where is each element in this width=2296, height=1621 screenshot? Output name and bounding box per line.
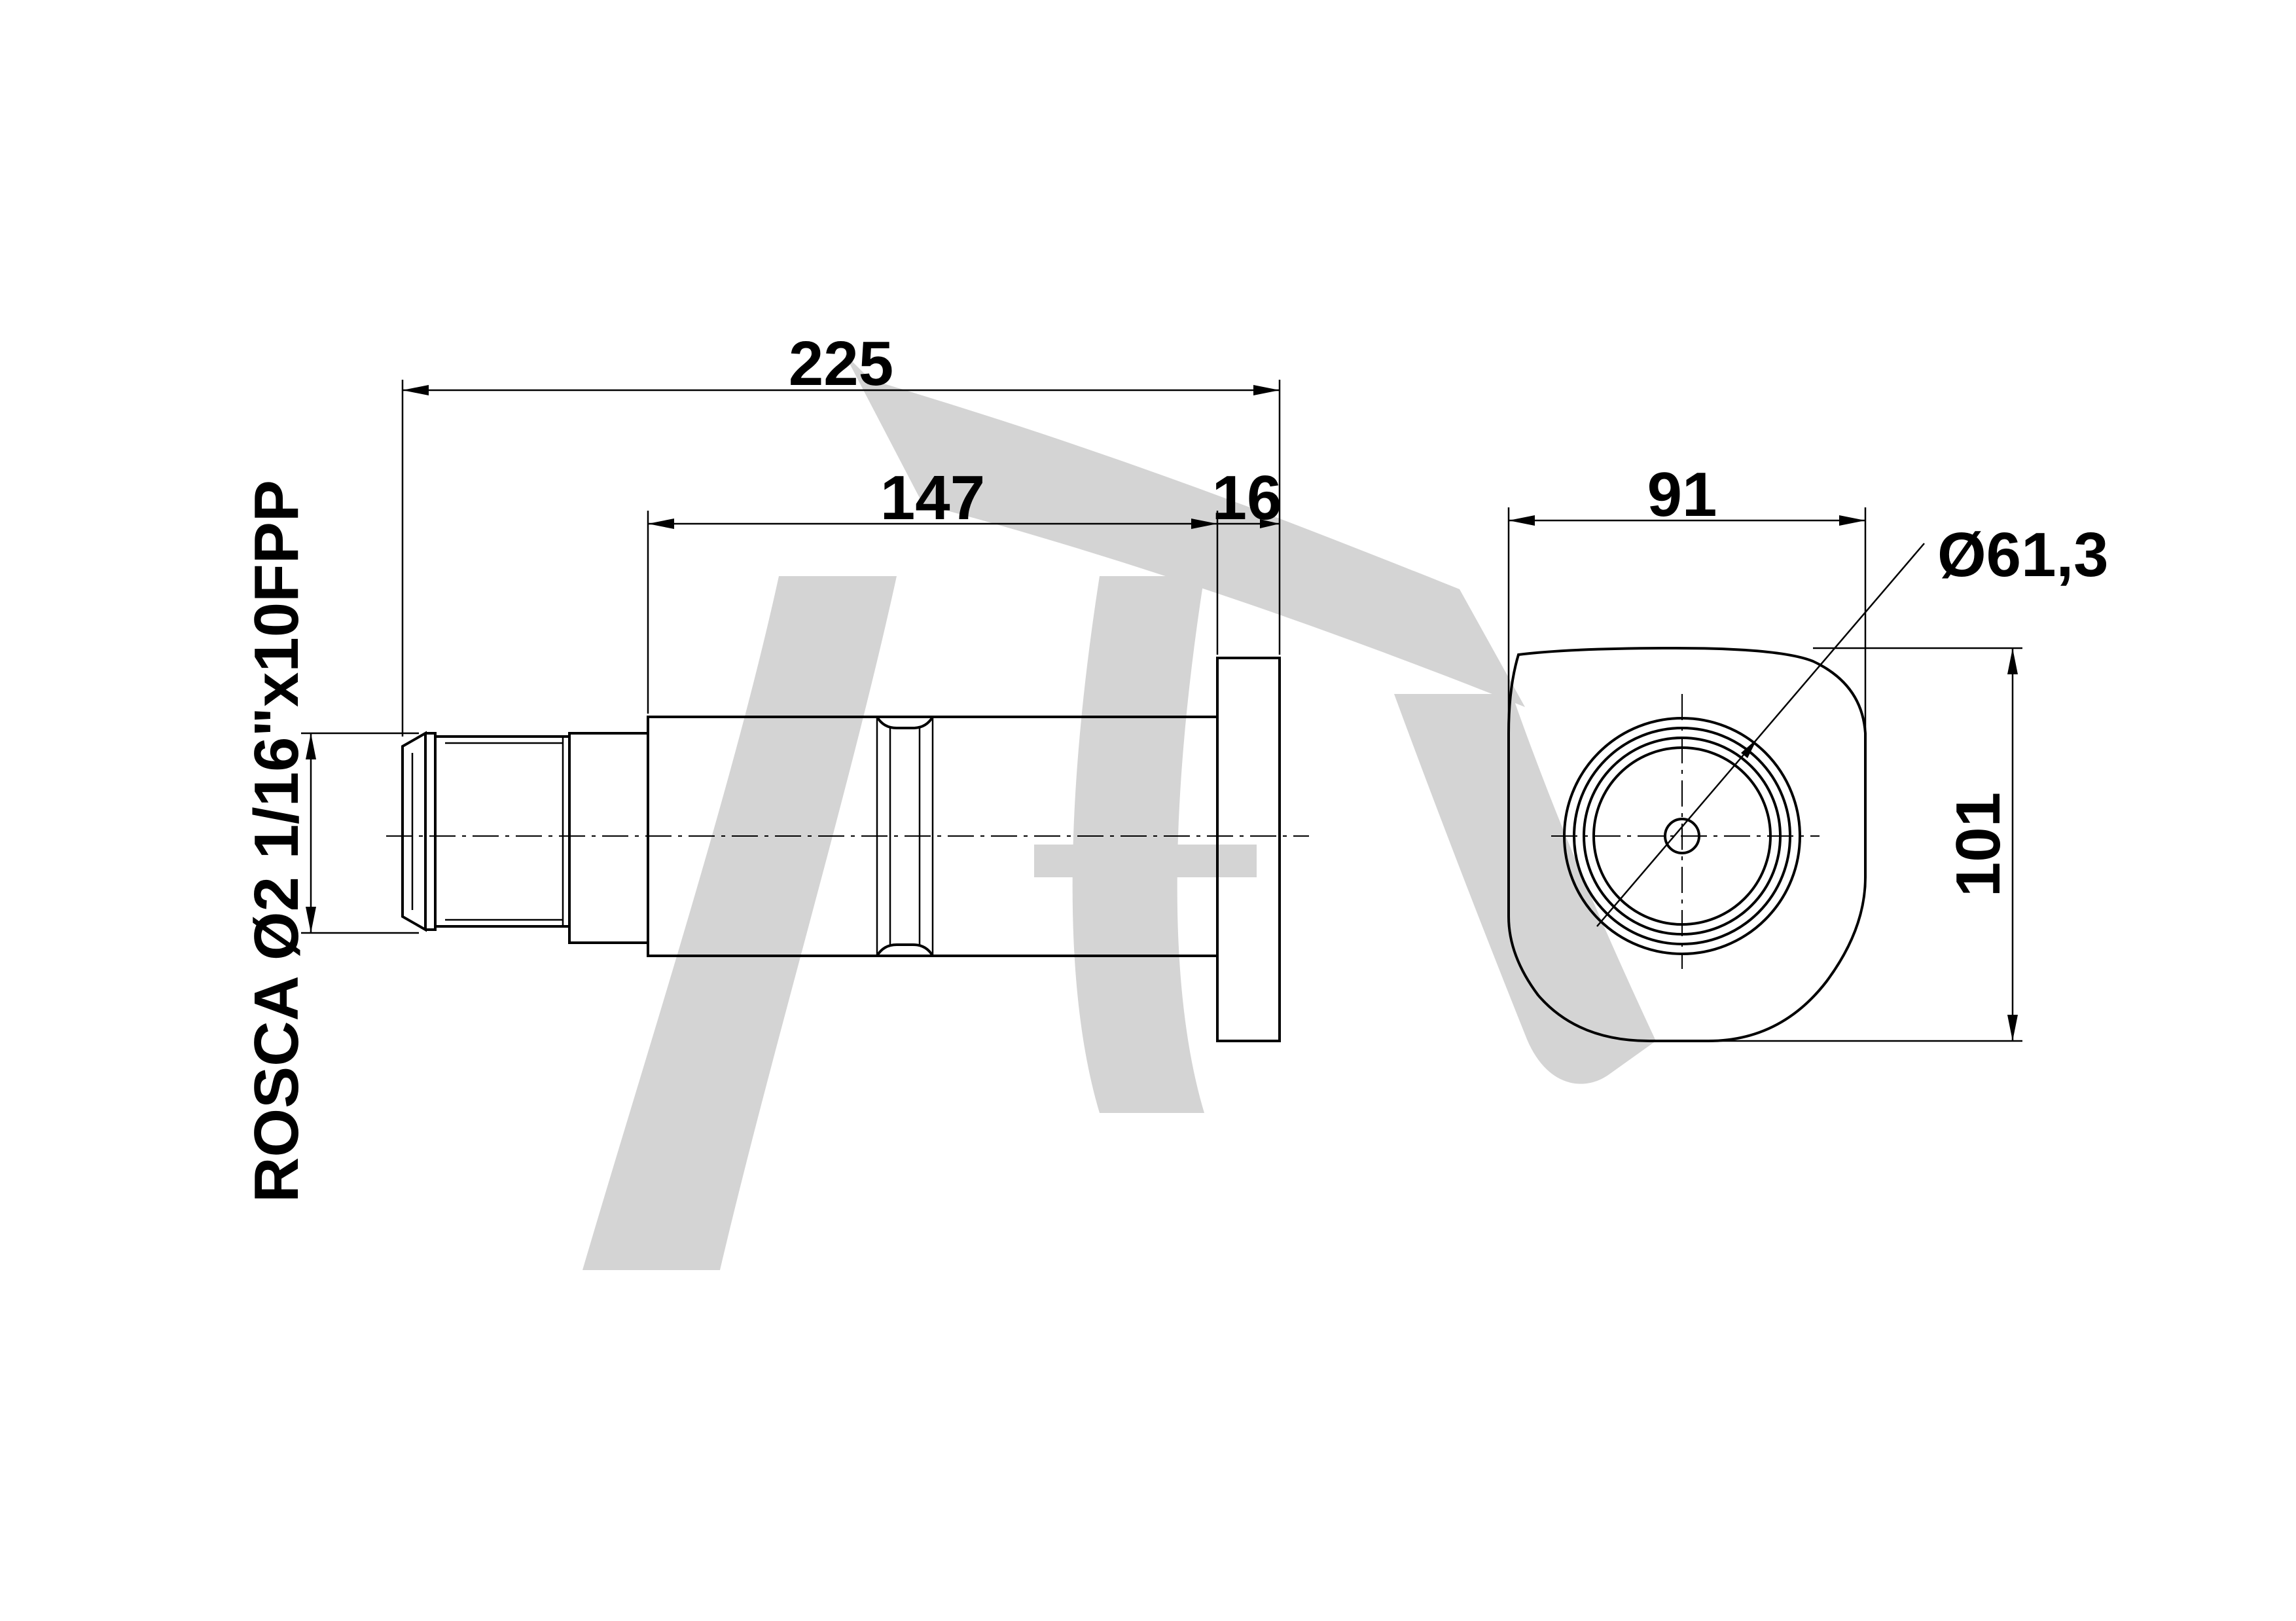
dim-flange-width: 91	[1647, 460, 1717, 530]
front-view-part	[1507, 646, 1867, 1042]
dim-bore-diameter: Ø61,3	[1937, 520, 2109, 590]
dim-flange-thickness: 16	[1212, 463, 1282, 533]
side-view-dimensions	[301, 380, 1281, 934]
front-view-dimensions	[1507, 507, 2022, 1042]
dim-flange-height: 101	[1943, 792, 2013, 897]
thread-label: ROSCA Ø2 1/16"x10FPP	[242, 480, 312, 1203]
dim-shaft-length: 147	[880, 463, 985, 533]
watermark-logo	[583, 354, 1656, 1270]
side-view-part	[386, 657, 1309, 1042]
dim-overall-length: 225	[789, 329, 893, 399]
